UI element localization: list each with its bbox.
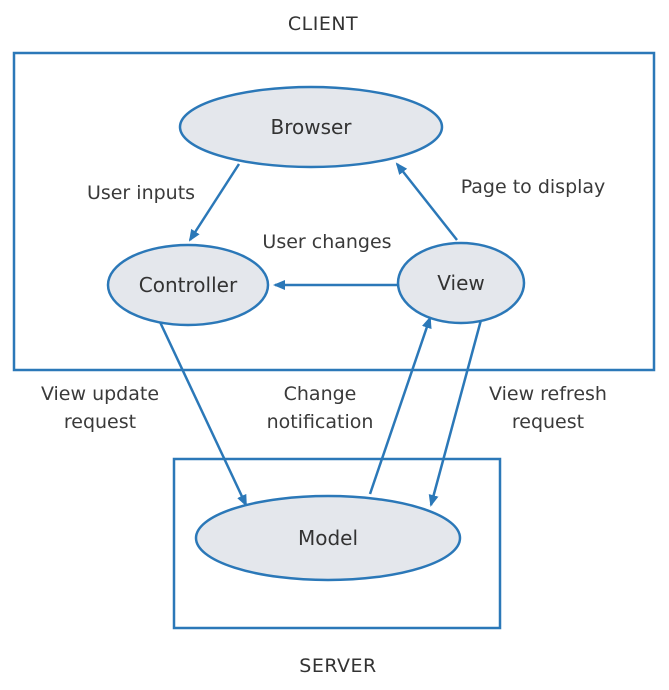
edge-user-inputs	[188, 163, 241, 242]
client-title: CLIENT	[288, 13, 358, 35]
label-view-refresh-request-line2: request	[512, 411, 584, 433]
server-boundary	[172, 457, 502, 630]
node-view: View	[396, 241, 526, 325]
edge-change-notification	[368, 316, 432, 495]
label-change-notification-line2: notification	[267, 411, 374, 433]
node-controller: Controller	[106, 243, 270, 327]
label-view-update-request-line2: request	[64, 411, 136, 433]
view-label: View	[437, 271, 484, 295]
label-change-notification-line1: Change	[284, 383, 357, 405]
model-ellipse	[194, 494, 462, 582]
label-view-update-request-line1: View update	[41, 383, 159, 405]
label-view-refresh-request-line1: View refresh	[489, 383, 607, 405]
edge-view-update-request	[158, 321, 248, 507]
controller-ellipse	[106, 243, 270, 327]
label-user-inputs: User inputs	[87, 182, 195, 204]
label-user-changes: User changes	[262, 231, 391, 253]
controller-label: Controller	[139, 273, 238, 297]
model-label: Model	[298, 526, 358, 550]
browser-label: Browser	[270, 115, 352, 139]
server-title: SERVER	[299, 655, 376, 677]
node-browser: Browser	[178, 85, 444, 169]
edge-page-to-display	[395, 162, 458, 241]
edge-view-refresh-request	[428, 319, 483, 507]
node-model: Model	[194, 494, 462, 582]
view-ellipse	[396, 241, 526, 325]
label-page-to-display: Page to display	[461, 176, 606, 198]
browser-ellipse	[178, 85, 444, 169]
client-boundary	[12, 51, 656, 372]
